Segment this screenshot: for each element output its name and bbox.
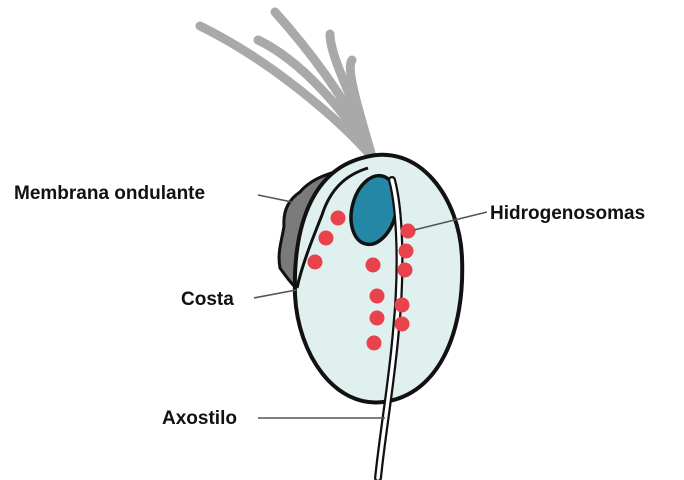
hydrogenosome <box>370 311 385 326</box>
hydrogenosome <box>395 317 410 332</box>
flagella <box>200 12 372 157</box>
hydrogenosome <box>398 263 413 278</box>
hydrogenosome <box>395 298 410 313</box>
leader-line-costa <box>254 290 296 298</box>
label-hidrogenosomas: Hidrogenosomas <box>490 203 645 224</box>
hydrogenosome <box>331 211 346 226</box>
label-costa: Costa <box>181 289 234 310</box>
leader-line-membrana <box>258 195 292 202</box>
hydrogenosome <box>367 336 382 351</box>
hydrogenosome <box>399 244 414 259</box>
hydrogenosome <box>370 289 385 304</box>
hydrogenosome <box>401 224 416 239</box>
hydrogenosome <box>366 258 381 273</box>
hydrogenosome <box>308 255 323 270</box>
label-axostilo: Axostilo <box>162 408 237 429</box>
label-membrana-ondulante: Membrana ondulante <box>14 183 205 204</box>
hydrogenosome <box>319 231 334 246</box>
